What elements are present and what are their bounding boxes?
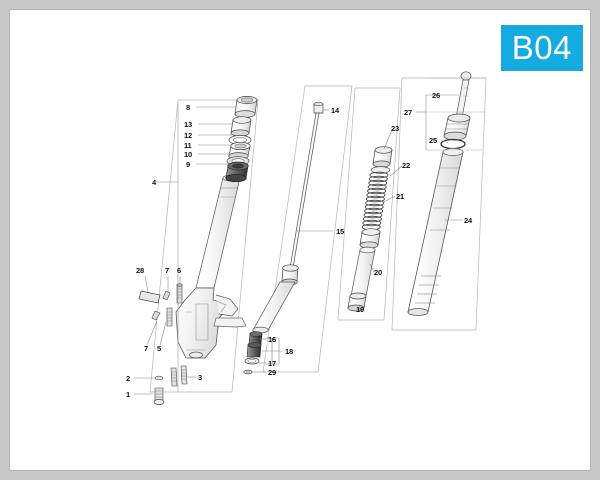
callout-6: 6 <box>177 266 181 275</box>
leader-lines <box>134 77 486 395</box>
callout-1: 1 <box>126 390 130 399</box>
part-spring-lower-cup <box>359 228 381 249</box>
part-fasteners-upper <box>138 283 183 327</box>
part-21-fork-spring <box>361 171 389 231</box>
callout-14: 14 <box>331 106 339 115</box>
part-13-bushing <box>230 116 252 137</box>
callout-3: 3 <box>198 373 202 382</box>
callout-22: 22 <box>402 161 410 170</box>
part-15-damper-rod <box>289 112 320 269</box>
callout-20: 20 <box>374 268 382 277</box>
part-24-outer-fork-tube <box>407 148 464 316</box>
callout-2: 2 <box>126 374 130 383</box>
callout-25: 25 <box>429 136 437 145</box>
callout-27: 27 <box>404 108 412 117</box>
callout-28: 28 <box>136 266 144 275</box>
assembly-spring <box>347 146 393 312</box>
callout-7b: 7 <box>144 344 148 353</box>
assembly-fork-leg <box>138 96 258 405</box>
callout-11: 11 <box>184 141 192 150</box>
callout-16: 16 <box>268 335 276 344</box>
callout-4: 4 <box>152 178 156 187</box>
callout-19: 19 <box>356 305 364 314</box>
group-outline-spring <box>337 87 401 321</box>
callout-17: 17 <box>268 359 276 368</box>
part-stack-seals <box>225 96 258 183</box>
callout-12: 12 <box>184 131 192 140</box>
callout-10: 10 <box>184 150 192 159</box>
group-outline-damper <box>262 85 353 373</box>
part-damper-bottom-parts <box>243 331 273 375</box>
part-20-spacer-tube <box>350 246 376 297</box>
callout-13: 13 <box>184 120 192 129</box>
part-fork-slider-casting <box>175 287 247 359</box>
part-damper-cylinder <box>252 281 296 334</box>
callout-8: 8 <box>186 103 190 112</box>
callout-21: 21 <box>396 192 404 201</box>
part-inner-fork-tube <box>195 174 241 289</box>
callout-15: 15 <box>336 227 344 236</box>
callout-7a: 7 <box>165 266 169 275</box>
part-9-oil-seal <box>225 161 249 183</box>
assembly-damper-rod <box>243 101 324 375</box>
callout-5: 5 <box>157 344 161 353</box>
callout-23: 23 <box>391 124 399 133</box>
callout-9: 9 <box>186 160 190 169</box>
part-22-spring-seat <box>370 146 393 174</box>
part-27-adjuster-body <box>443 113 471 141</box>
page-code-badge: B04 <box>500 25 583 71</box>
callout-18: 18 <box>285 347 293 356</box>
part-8-fork-cap <box>234 96 258 118</box>
callout-26: 26 <box>432 91 440 100</box>
part-14-top-nut <box>313 101 324 114</box>
part-25-o-ring <box>440 138 466 150</box>
callout-29: 29 <box>268 368 276 377</box>
diagram-frame-inner <box>9 9 591 471</box>
callout-24: 24 <box>464 216 472 225</box>
assembly-outer-tube <box>407 71 472 316</box>
part-fasteners-lower <box>153 365 188 405</box>
